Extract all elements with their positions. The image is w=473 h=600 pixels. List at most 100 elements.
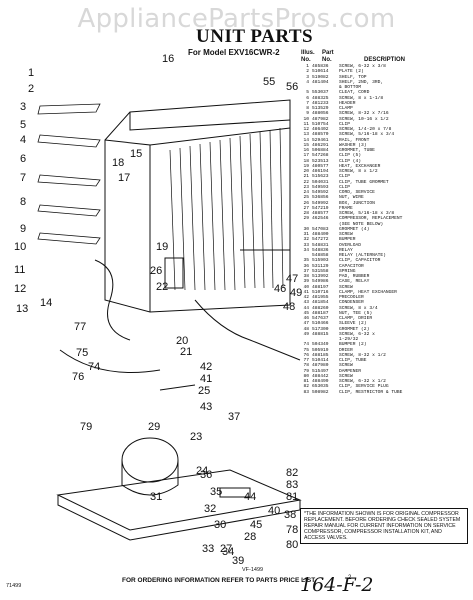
compressor-note: *THE INFORMATION SHOWN IS FOR ORIGINAL C… xyxy=(300,508,468,544)
part-no: 488577 xyxy=(312,211,329,216)
callout-13: 13 xyxy=(16,303,28,315)
illus-no: 6 xyxy=(306,95,309,101)
illus-no: 21 xyxy=(303,174,309,180)
illus-no: 16 xyxy=(303,148,309,153)
part-description: SLEEVE (2) xyxy=(339,321,367,327)
junction-box xyxy=(164,257,184,289)
callout-55: 55 xyxy=(263,76,275,88)
part-no: 510716 xyxy=(312,289,329,295)
header-part: Part No. xyxy=(322,50,334,64)
callout-76: 76 xyxy=(72,371,84,383)
part-no: 547268 xyxy=(312,153,329,159)
part-no: 523513 xyxy=(312,158,329,164)
part-no: 488442 xyxy=(312,373,329,379)
part-no: 513992 xyxy=(312,274,329,279)
part-description: SCREW, 8 x 3/4 xyxy=(339,305,378,311)
illus-no: 9 xyxy=(306,111,309,117)
illus-no: 26 xyxy=(303,200,309,206)
handwritten-ref: 164-F-2 xyxy=(300,574,374,596)
callout-16: 16 xyxy=(162,53,174,65)
drier xyxy=(219,487,251,498)
part-no: 549592 xyxy=(312,190,329,195)
part-description: NUT, TEE (5) xyxy=(339,310,373,316)
callout-26: 26 xyxy=(150,265,162,277)
part-no: 547272 xyxy=(312,237,329,243)
callout-8: 8 xyxy=(20,196,26,208)
part-description: CAPACITOR xyxy=(339,263,364,269)
page-code: 71499 xyxy=(6,583,22,589)
part-description: CLEAT, CORD xyxy=(339,90,370,96)
base-frame xyxy=(56,469,302,531)
callout-12: 12 xyxy=(14,283,26,295)
callout-15: 15 xyxy=(130,148,142,160)
part-description: BOX, JUNCTION xyxy=(339,200,375,206)
illus-no: 31 xyxy=(303,232,309,237)
callout-7: 7 xyxy=(20,172,26,184)
part-description: SHELF, 2ND, 3RD, xyxy=(339,79,384,85)
part-description: RELAY xyxy=(339,247,353,253)
header-illus: Illus. No. xyxy=(301,50,315,64)
part-description: CLIP, TUBE GROMMET xyxy=(339,179,389,185)
part-description: SCREW, 8 x 1-1/8 xyxy=(339,95,384,101)
part-no: 504031 xyxy=(312,179,329,185)
part-description: SCREW, 10-16 x 1/2 xyxy=(339,116,389,122)
part-no: 486194 xyxy=(312,169,329,174)
parts-row: (SEE NOTE BELOW) xyxy=(298,222,473,227)
illus-no: 34 xyxy=(303,247,309,253)
part-no: 487980 xyxy=(312,363,329,369)
callout-75: 75 xyxy=(76,347,88,359)
part-no: 488815 xyxy=(312,331,329,337)
part-description: CLAMP, HEAT EXCHANGER xyxy=(339,289,397,295)
part-description: SPRING xyxy=(339,268,356,274)
illus-no: 23 xyxy=(303,184,309,190)
callout-39: 39 xyxy=(232,555,244,567)
watermark: AppliancePartsPros.com xyxy=(77,4,396,34)
illus-no: 77 xyxy=(303,358,309,363)
callout-30: 30 xyxy=(214,519,226,531)
illus-no: 47 xyxy=(303,321,309,327)
part-no: 510754 xyxy=(312,121,329,127)
callout-83: 83 xyxy=(286,479,298,491)
part-no: 504349 xyxy=(312,342,329,348)
illus-no: 8 xyxy=(306,106,309,111)
part-no: 488325 xyxy=(312,95,329,101)
part-description: CLIP, CAPACITOR xyxy=(339,258,381,264)
part-no: 481233 xyxy=(312,100,329,106)
part-no: 653035 xyxy=(312,384,329,390)
part-description: CLIP (5) xyxy=(339,153,362,159)
part-no: 505919 xyxy=(312,347,329,353)
callout-6: 6 xyxy=(20,153,26,165)
part-description: SCREW, 8-32 x 7/16 xyxy=(339,111,389,117)
illus-no: 46 xyxy=(303,316,309,321)
part-no: 488056 xyxy=(312,111,329,117)
part-no: 506884 xyxy=(312,148,329,153)
compressor-body xyxy=(121,460,179,496)
illus-no: 4 xyxy=(306,79,309,85)
callout-22: 22 xyxy=(156,281,168,293)
callout-28: 28 xyxy=(244,531,256,543)
part-no: 480577 xyxy=(312,163,329,169)
part-description: SCREW, 8 x 1/2 xyxy=(339,169,378,174)
part-description: CLAMP, DRIER xyxy=(339,316,373,321)
illus-no: 45 xyxy=(303,310,309,316)
illus-no: 48 xyxy=(303,326,309,332)
illus-no: 82 xyxy=(303,384,309,390)
